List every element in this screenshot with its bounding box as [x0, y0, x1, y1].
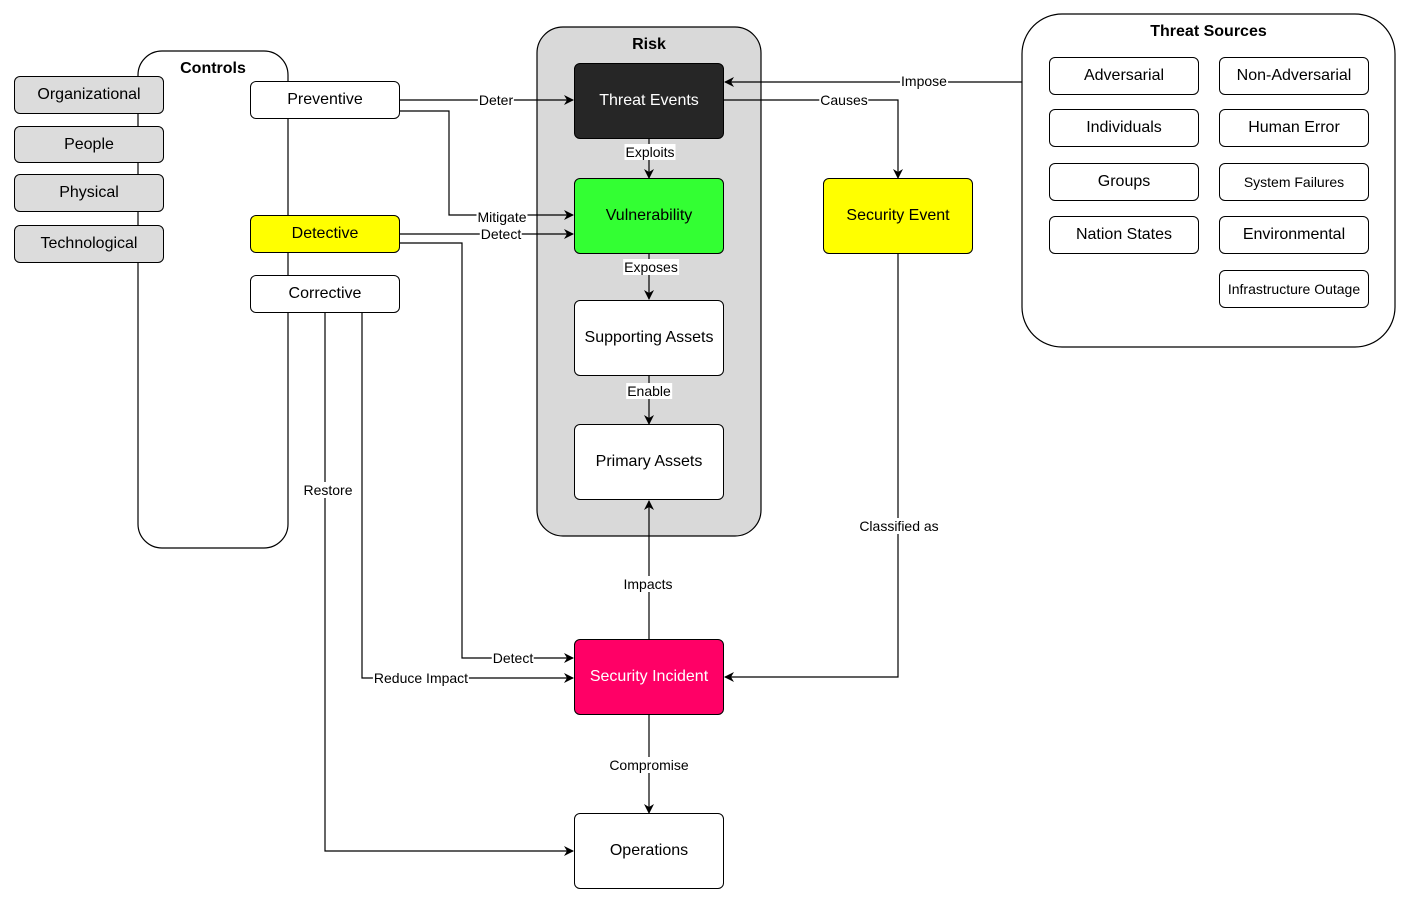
control-category-physical: Physical	[14, 174, 164, 212]
threat-sources-title: Threat Sources	[1150, 23, 1267, 40]
control-category-people: People	[14, 126, 164, 163]
control-corrective: Corrective	[250, 275, 400, 313]
edge-classified-as	[724, 253, 899, 682]
primary-assets-node: Primary Assets	[574, 424, 724, 500]
security-incident-node: Security Incident	[574, 639, 724, 715]
edge-label-mitigate: Mitigate	[476, 209, 528, 225]
threat-source-non-adversarial: Non-Adversarial	[1219, 57, 1369, 95]
edge-label-exploits: Exploits	[624, 144, 676, 160]
supporting-assets-node: Supporting Assets	[574, 300, 724, 376]
edge-label-classified-as: Classified as	[858, 518, 940, 534]
operations-node: Operations	[574, 813, 724, 889]
edge-label-restore: Restore	[302, 482, 354, 498]
edge-reduce-impact	[361, 312, 574, 683]
controls-title: Controls	[180, 60, 246, 77]
edge-causes	[723, 99, 903, 179]
threat-events-node: Threat Events	[574, 63, 724, 139]
threat-source-infrastructure-outage: Infrastructure Outage	[1219, 270, 1369, 308]
control-detective: Detective	[250, 215, 400, 253]
edge-label-causes: Causes	[819, 92, 869, 108]
edge-label-detect-vulnerability: Detect	[479, 226, 523, 242]
threat-source-individuals: Individuals	[1049, 109, 1199, 147]
security-event-node: Security Event	[823, 178, 973, 254]
edge-label-compromise: Compromise	[608, 757, 690, 773]
threat-source-groups: Groups	[1049, 163, 1199, 201]
control-category-technological: Technological	[14, 225, 164, 263]
edge-label-enable: Enable	[626, 383, 672, 399]
edge-label-deter: Deter	[477, 92, 515, 108]
risk-title: Risk	[632, 36, 666, 53]
threat-source-adversarial: Adversarial	[1049, 57, 1199, 95]
threat-sources-container	[1021, 13, 1396, 348]
edge-label-detect-incident: Detect	[491, 650, 535, 666]
edge-label-reduce-impact: Reduce Impact	[372, 670, 470, 686]
vulnerability-node: Vulnerability	[574, 178, 724, 254]
threat-source-environmental: Environmental	[1219, 216, 1369, 254]
threat-source-human-error: Human Error	[1219, 109, 1369, 147]
edge-label-exposes: Exposes	[623, 259, 679, 275]
edge-label-impacts: Impacts	[622, 576, 674, 592]
threat-source-system-failures: System Failures	[1219, 163, 1369, 201]
control-preventive: Preventive	[250, 81, 400, 119]
threat-source-nation-states: Nation States	[1049, 216, 1199, 254]
control-category-organizational: Organizational	[14, 76, 164, 114]
edge-label-impose: Impose	[900, 73, 948, 89]
